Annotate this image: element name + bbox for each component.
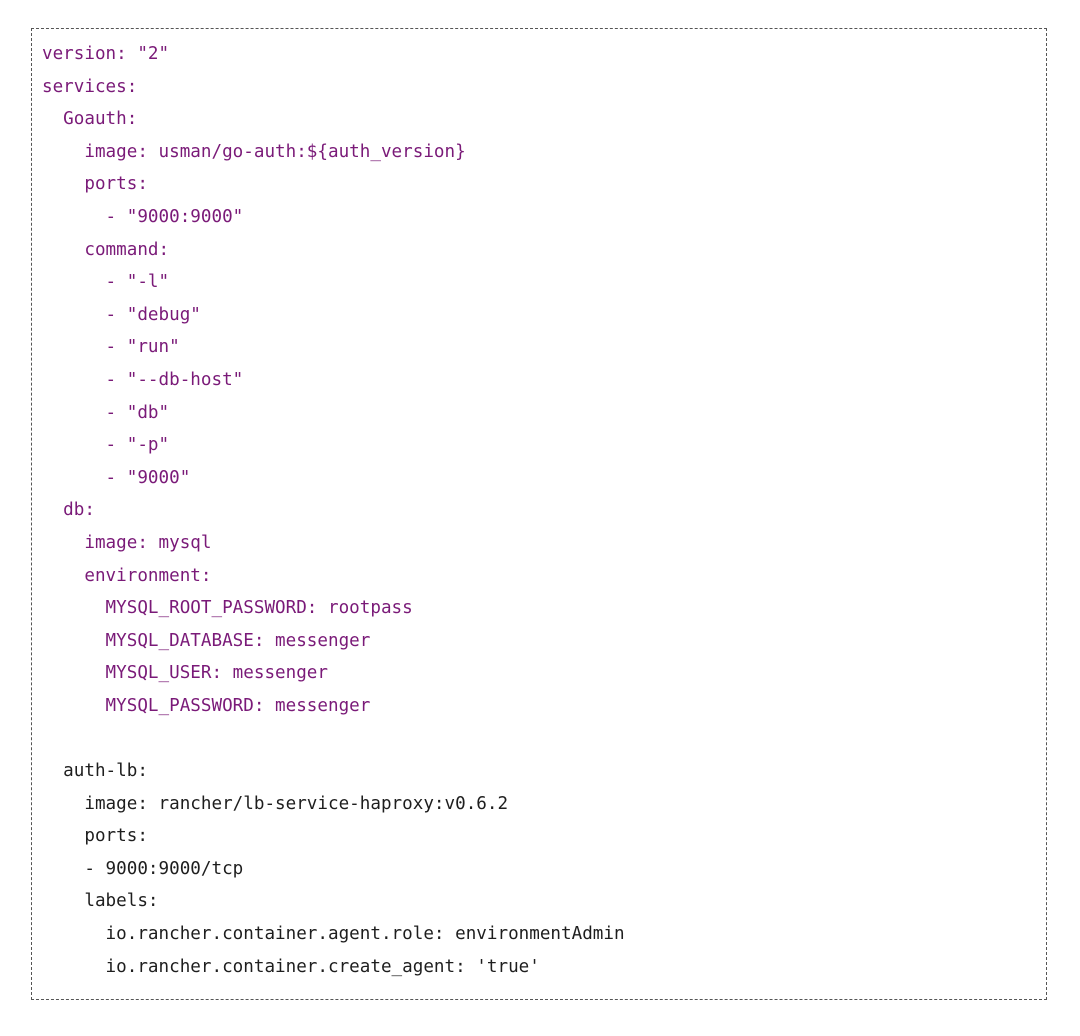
code-line: labels: — [42, 891, 159, 912]
code-line: - "db" — [42, 402, 170, 423]
code-line: db: — [42, 500, 95, 521]
code-line: - "-l" — [42, 272, 170, 293]
code-line: version: "2" — [42, 44, 170, 64]
code-line: io.rancher.container.create_agent: 'true… — [42, 956, 540, 977]
code-line: - "-p" — [42, 435, 170, 456]
code-line: image: rancher/lb-service-haproxy:v0.6.2 — [42, 793, 509, 814]
code-line: - 9000:9000/tcp — [42, 858, 244, 879]
code-line: image: usman/go-auth:${auth_version} — [42, 141, 466, 162]
code-line: services: — [42, 76, 138, 97]
code-line: MYSQL_USER: messenger — [42, 663, 328, 684]
code-line: - "debug" — [42, 304, 201, 325]
code-line: command: — [42, 239, 170, 260]
code-line: ports: — [42, 826, 148, 847]
code-block: version: "2" services: Goauth: image: usm… — [31, 28, 1047, 1000]
code-line — [42, 722, 625, 755]
code-line: auth-lb: — [42, 761, 148, 782]
code-line: ports: — [42, 174, 148, 195]
yaml-code: version: "2" services: Goauth: image: usm… — [42, 38, 625, 983]
code-line: - "9000" — [42, 467, 191, 488]
code-line: Goauth: — [42, 109, 138, 130]
code-line: MYSQL_ROOT_PASSWORD: rootpass — [42, 598, 413, 619]
code-line: image: mysql — [42, 532, 212, 553]
code-line: - "9000:9000" — [42, 206, 244, 227]
code-line: io.rancher.container.agent.role: environ… — [42, 924, 625, 945]
code-line: - "run" — [42, 337, 180, 358]
code-line: MYSQL_DATABASE: messenger — [42, 630, 371, 651]
code-line: MYSQL_PASSWORD: messenger — [42, 695, 371, 716]
code-line: environment: — [42, 565, 212, 586]
code-line: - "--db-host" — [42, 369, 244, 390]
